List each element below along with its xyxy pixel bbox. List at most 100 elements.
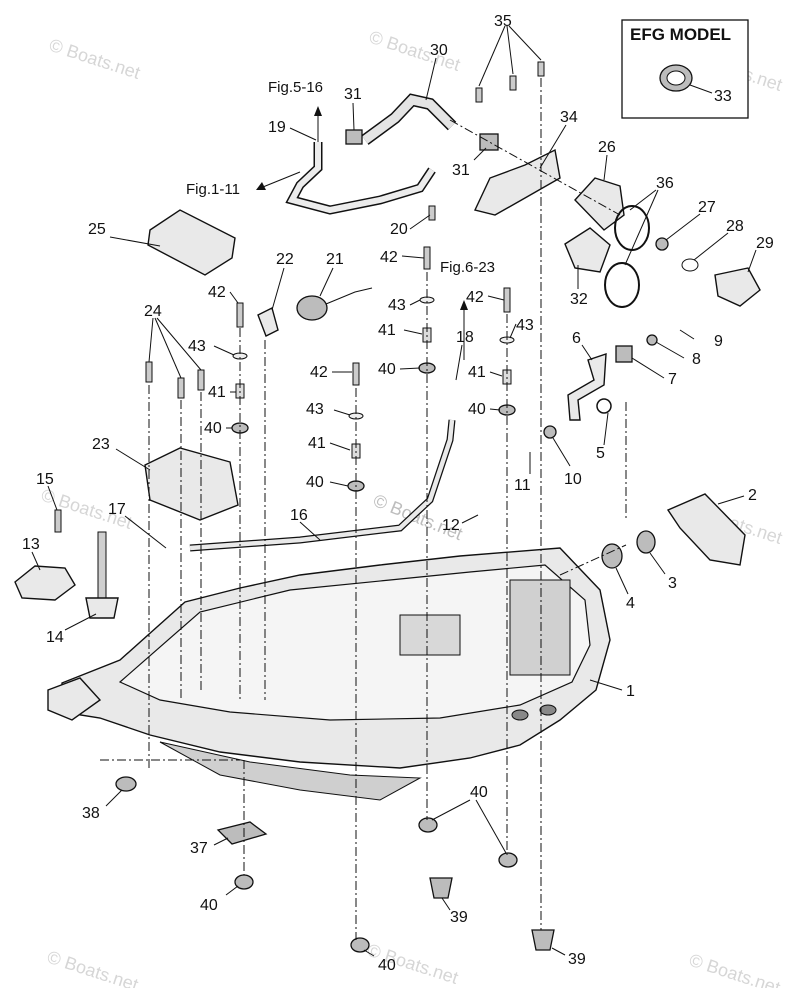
stack-a-bolt: [236, 302, 244, 328]
part-33-grommet-hole: [666, 70, 686, 86]
label-41-a[interactable]: 41: [378, 322, 396, 339]
bolt-35-a: [475, 87, 483, 103]
label-40-d[interactable]: 40: [306, 474, 324, 491]
label-40-g[interactable]: 40: [378, 957, 396, 974]
label-24[interactable]: 24: [144, 303, 162, 320]
label-13[interactable]: 13: [22, 536, 40, 553]
leader-15: [47, 485, 58, 511]
part-10-washer: [543, 425, 557, 439]
label-20[interactable]: 20: [390, 221, 408, 238]
leader-24-b: [154, 317, 182, 379]
label-42-b[interactable]: 42: [380, 249, 398, 266]
label-42-c[interactable]: 42: [466, 289, 484, 306]
label-36[interactable]: 36: [656, 175, 674, 192]
leader-40-e-a: [431, 799, 471, 821]
label-23[interactable]: 23: [92, 436, 110, 453]
label-39-a[interactable]: 39: [450, 909, 468, 926]
cowling-rear-bracket: [509, 579, 571, 676]
leader-13: [31, 551, 41, 571]
label-38[interactable]: 38: [82, 805, 100, 822]
label-6[interactable]: 6: [572, 330, 581, 347]
label-9[interactable]: 9: [714, 333, 723, 350]
leader-42-b: [401, 255, 425, 259]
label-43-d[interactable]: 43: [306, 401, 324, 418]
part-40-grommet-a: [234, 874, 254, 890]
label-3[interactable]: 3: [668, 575, 677, 592]
label-31-a[interactable]: 31: [344, 86, 362, 103]
leader-41-a: [403, 329, 423, 335]
part-38-grommet: [115, 776, 137, 792]
label-17[interactable]: 17: [108, 501, 126, 518]
leader-36-b: [624, 189, 659, 266]
label-35[interactable]: 35: [494, 13, 512, 30]
align-right-diag: [559, 544, 627, 576]
label-43-b[interactable]: 43: [388, 297, 406, 314]
leader-5: [603, 412, 609, 446]
label-26[interactable]: 26: [598, 139, 616, 156]
label-8[interactable]: 8: [692, 351, 701, 368]
label-40-b[interactable]: 40: [468, 401, 486, 418]
label-43-a[interactable]: 43: [188, 338, 206, 355]
label-42-d[interactable]: 42: [310, 364, 328, 381]
leader-2: [717, 495, 745, 505]
label-41-c[interactable]: 41: [468, 364, 486, 381]
label-19[interactable]: 19: [268, 119, 286, 136]
part-39-mount-b: [531, 929, 555, 951]
label-28[interactable]: 28: [726, 218, 744, 235]
label-32[interactable]: 32: [570, 291, 588, 308]
label-31-b[interactable]: 31: [452, 162, 470, 179]
label-27[interactable]: 27: [698, 199, 716, 216]
alignment-lines: [100, 78, 627, 940]
label-7[interactable]: 7: [668, 371, 677, 388]
ref-fig-5-16[interactable]: Fig.5-16: [268, 79, 323, 96]
label-42-a[interactable]: 42: [208, 284, 226, 301]
stack-c-bolt: [423, 246, 431, 270]
label-12[interactable]: 12: [442, 517, 460, 534]
label-16[interactable]: 16: [290, 507, 308, 524]
leader-40-a: [399, 367, 421, 370]
label-41-b[interactable]: 41: [208, 384, 226, 401]
part-30-hose-fill: [362, 95, 456, 144]
part-1-bottom-cowling: [47, 547, 611, 801]
label-29[interactable]: 29: [756, 235, 774, 252]
label-25[interactable]: 25: [88, 221, 106, 238]
leader-23: [115, 448, 151, 471]
part-39-mount-a: [429, 877, 453, 899]
label-41-d[interactable]: 41: [308, 435, 326, 452]
label-40-e[interactable]: 40: [470, 784, 488, 801]
label-37[interactable]: 37: [190, 840, 208, 857]
ref-fig-6-23[interactable]: Fig.6-23: [440, 259, 495, 276]
label-1[interactable]: 1: [626, 683, 635, 700]
label-43-c[interactable]: 43: [516, 317, 534, 334]
part-40-grommet-c: [498, 852, 518, 868]
leader-34: [539, 124, 567, 169]
leader-29: [747, 249, 757, 273]
leader-24-a: [148, 317, 154, 363]
label-2[interactable]: 2: [748, 487, 757, 504]
label-40-f[interactable]: 40: [200, 897, 218, 914]
label-39-b[interactable]: 39: [568, 951, 586, 968]
bolt-24-b: [177, 377, 185, 399]
label-5[interactable]: 5: [596, 445, 605, 462]
watermark-bottom-right: © Boats.net: [687, 950, 783, 988]
leader-12: [461, 514, 479, 524]
label-30[interactable]: 30: [430, 42, 448, 59]
part-29-knob: [714, 267, 761, 307]
label-10[interactable]: 10: [564, 471, 582, 488]
label-40-c[interactable]: 40: [204, 420, 222, 437]
label-11[interactable]: 11: [514, 477, 531, 494]
part-21-sensor: [296, 295, 328, 321]
arrow-fig-6-23-head: [460, 300, 468, 310]
label-21[interactable]: 21: [326, 251, 344, 268]
cowling-vent-1: [511, 709, 529, 721]
label-14[interactable]: 14: [46, 629, 64, 646]
label-22[interactable]: 22: [276, 251, 294, 268]
label-18[interactable]: 18: [456, 329, 474, 346]
label-40-a[interactable]: 40: [378, 361, 396, 378]
label-15[interactable]: 15: [36, 471, 54, 488]
part-7-bushing: [615, 345, 633, 363]
label-4[interactable]: 4: [626, 595, 635, 612]
ref-fig-1-11[interactable]: Fig.1-11: [186, 181, 240, 198]
label-34[interactable]: 34: [560, 109, 578, 126]
